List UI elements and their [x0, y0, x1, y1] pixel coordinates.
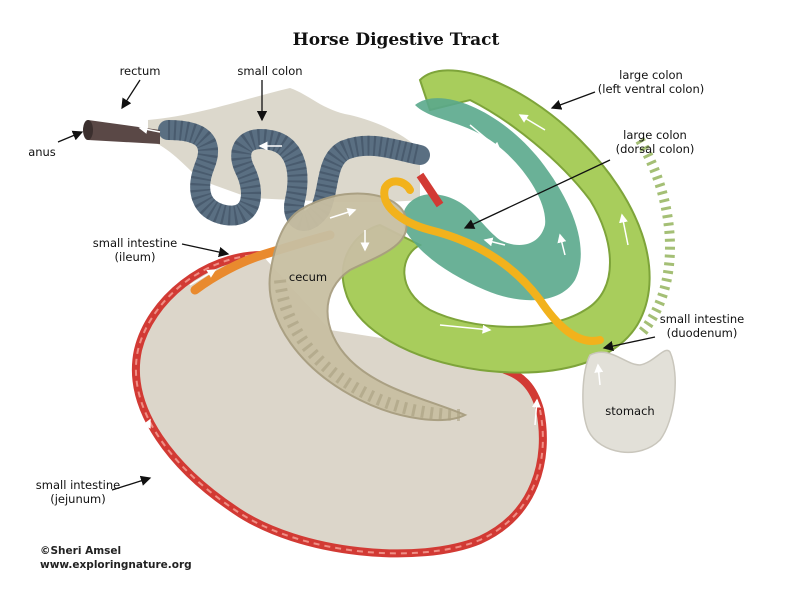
label-large-colon-dorsal-line2: (dorsal colon) — [615, 142, 695, 156]
stomach-organ — [582, 349, 676, 454]
label-duodenum-line2: (duodenum) — [666, 326, 738, 340]
label-small-colon: small colon — [237, 64, 303, 78]
label-ileum-line2: (ileum) — [114, 250, 156, 264]
label-large-colon-left-ventral: large colon (left ventral colon) — [586, 68, 716, 96]
red-connector — [416, 172, 444, 208]
label-jejunum-line1: small intestine — [35, 478, 121, 492]
flow-arrows — [138, 114, 629, 546]
label-large-colon-left-ventral-line2: (left ventral colon) — [597, 82, 705, 96]
label-large-colon-dorsal: large colon (dorsal colon) — [600, 128, 710, 156]
label-duodenum-line1: small intestine — [659, 312, 745, 326]
credit-block: ©Sheri Amsel www.exploringnature.org — [40, 544, 192, 572]
label-small-intestine-ileum: small intestine (ileum) — [85, 236, 185, 264]
large-colon-ventral-sacculations — [635, 137, 675, 339]
label-large-colon-left-ventral-line1: large colon — [619, 68, 683, 82]
label-anus: anus — [28, 145, 56, 159]
label-cecum: cecum — [288, 270, 328, 284]
label-ileum-line1: small intestine — [92, 236, 178, 250]
label-rectum: rectum — [119, 64, 161, 78]
label-jejunum-line2: (jejunum) — [50, 492, 106, 506]
dorsal-colon — [402, 98, 581, 301]
diagram-title: Horse Digestive Tract — [292, 30, 500, 50]
small-colon — [158, 120, 430, 231]
label-small-intestine-jejunum: small intestine (jejunum) — [28, 478, 128, 506]
label-stomach: stomach — [605, 404, 655, 418]
credit-website: www.exploringnature.org — [40, 559, 192, 571]
jejunum-mesentery — [135, 255, 543, 554]
rectum-organ — [88, 120, 160, 144]
label-small-intestine-duodenum: small intestine (duodenum) — [652, 312, 752, 340]
anus-opening — [83, 120, 93, 140]
label-large-colon-dorsal-line1: large colon — [623, 128, 687, 142]
duodenum — [380, 177, 604, 345]
jejunum-highlight — [135, 254, 544, 555]
credit-author: ©Sheri Amsel — [40, 545, 122, 557]
label-pointers — [57, 79, 656, 491]
